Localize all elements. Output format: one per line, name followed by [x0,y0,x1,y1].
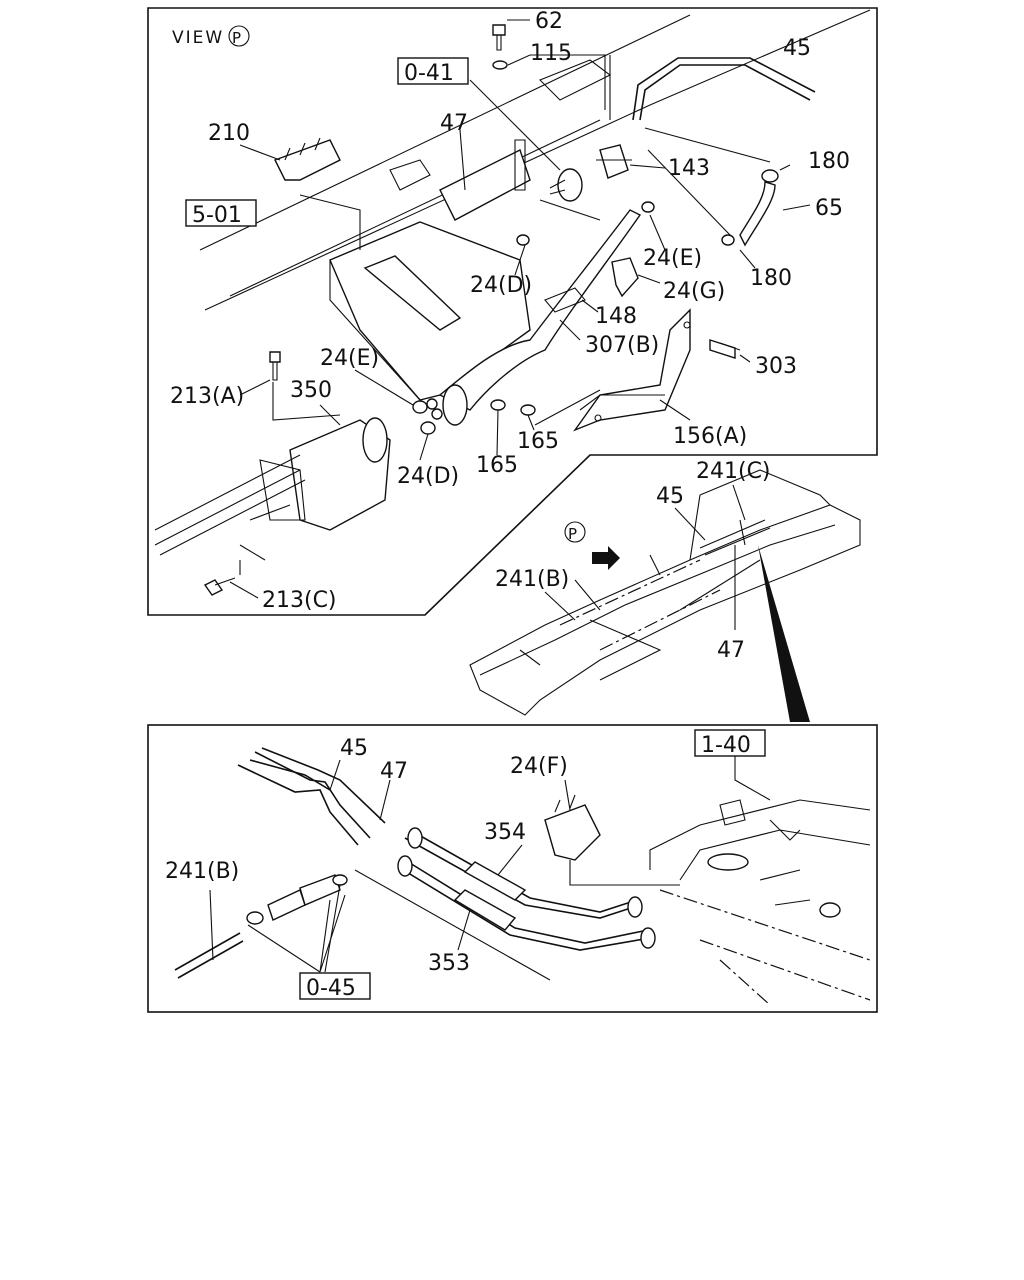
clamp-165-pair [490,399,536,416]
callout-213c: 213(C) [262,588,337,613]
leader-lines-upper [229,19,811,599]
callout-213a: 213(A) [170,384,244,409]
ref-box-0-45-label: 0-45 [306,976,356,1001]
callout-45: 45 [783,36,811,61]
callout-307b: 307(B) [585,333,659,358]
clamp-143 [596,144,632,179]
callout-350: 350 [290,378,332,403]
bolt-213a [269,351,281,381]
callout-156a: 156(A) [673,424,747,449]
clamp-24-pair [412,201,735,435]
upper-detail-frame [147,7,878,616]
callout-180: 180 [808,149,850,174]
callout-241b: 241(B) [495,567,569,592]
callout-165: 165 [517,429,559,454]
detail-pointer [758,545,810,722]
callout-115: 115 [530,41,572,66]
callout-180: 180 [750,266,792,291]
ref-box-0-41-label: 0-41 [404,61,454,86]
detail-marker: P [568,525,577,543]
chassis-frame-overview [469,469,861,716]
detail-marker-circle [564,521,586,543]
clip-24g [611,257,639,298]
fitting-041 [549,168,583,202]
view-marker: P [232,29,241,47]
clip-24f [544,794,601,861]
callout-24d: 24(D) [397,464,459,489]
callout-148: 148 [595,304,637,329]
ref-box-1-40 [694,729,766,757]
callout-354: 354 [484,820,526,845]
callout-241c: 241(C) [696,459,771,484]
callout-24f: 24(F) [510,754,568,779]
leader-lines-overview [544,484,746,630]
fuel-filter-housing [329,221,531,401]
callout-65: 65 [815,196,843,221]
hose-65 [739,169,779,247]
view-marker-circle [228,25,250,47]
ref-box-1-40-label: 1-40 [701,733,751,758]
fuel-line-354 [404,827,643,919]
fuel-pump-assembly [154,417,391,561]
clip-210 [274,137,341,181]
callout-210: 210 [208,121,250,146]
callout-353: 353 [428,951,470,976]
view-label: VIEW [172,28,224,48]
callout-45: 45 [340,736,368,761]
bracket-156a [573,308,691,432]
pipe-45-upper [632,57,816,121]
bolt-213c [203,577,236,596]
fuel-line-353 [397,855,656,951]
callout-303: 303 [755,354,797,379]
view-direction-arrow-icon [592,546,620,570]
ref-box-5-01 [185,199,257,227]
leader-lines-lower [209,752,771,981]
callout-24e: 24(E) [643,246,702,271]
callout-47: 47 [380,759,408,784]
callout-45: 45 [656,484,684,509]
callout-143: 143 [668,156,710,181]
callout-165: 165 [476,453,518,478]
callout-62: 62 [535,9,563,34]
hose-307b [426,209,642,426]
callout-47: 47 [440,111,468,136]
lower-detail-frame [147,724,878,1013]
frame-rail [199,9,871,311]
callout-47: 47 [717,638,745,663]
connector-fittings-045 [174,874,348,979]
callout-24g: 24(G) [663,279,725,304]
callout-24d: 24(D) [470,273,532,298]
ref-box-0-45 [299,972,371,1000]
ref-box-5-01-label: 5-01 [192,203,242,228]
callout-24e: 24(E) [320,346,379,371]
bolt-62 [492,24,508,70]
ref-box-0-41 [397,57,469,85]
callout-241b: 241(B) [165,859,239,884]
pipe-45-47-lower [237,747,386,846]
clip-47-stack [439,139,531,221]
bolt-303 [709,339,741,359]
fuel-tank-outline [649,799,871,1006]
